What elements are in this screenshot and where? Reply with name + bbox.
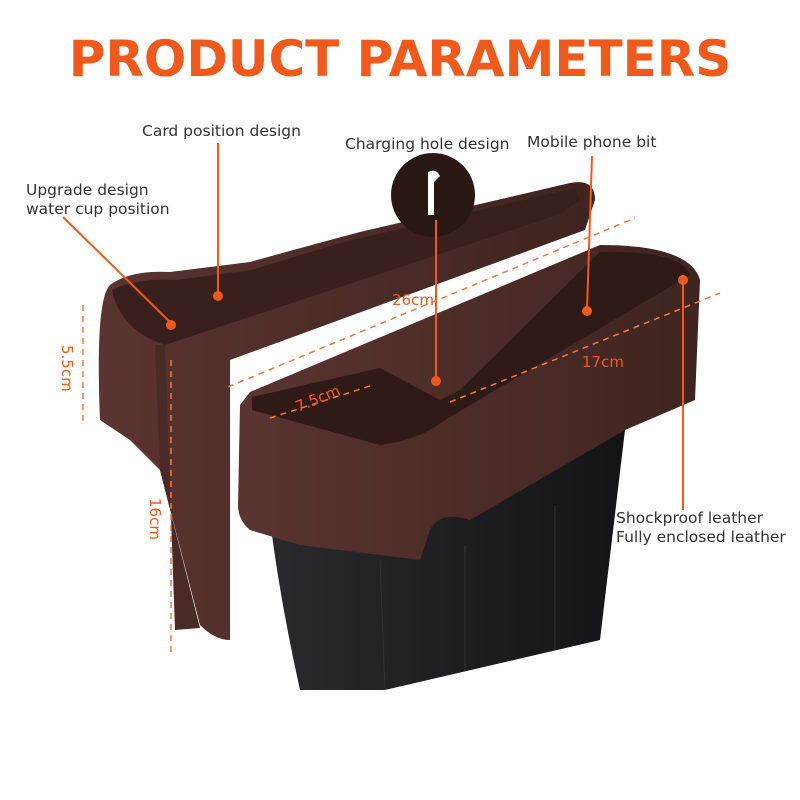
mobile-phone-label: Mobile phone bit [527, 133, 656, 151]
charging-hole-badge [391, 153, 475, 237]
dim-front-length: 17cm [582, 353, 624, 371]
dim-total-height: 16cm [146, 498, 164, 540]
charging-hole-label: Charging hole design [345, 135, 509, 153]
leather-label-line1: Shockproof leather [616, 509, 764, 527]
charging-hook-icon [428, 170, 440, 215]
front-organizer [238, 245, 700, 691]
water-cup-label-line1: Upgrade design [26, 181, 149, 199]
dim-length: 26cm [392, 291, 434, 309]
dim-box-height: 5.5cm [58, 345, 76, 392]
water-cup-label-line2: water cup position [26, 200, 170, 218]
card-position-label: Card position design [142, 122, 301, 140]
page-title: PRODUCT PARAMETERS [69, 30, 732, 88]
leather-label-line2: Fully enclosed leather [616, 528, 786, 546]
